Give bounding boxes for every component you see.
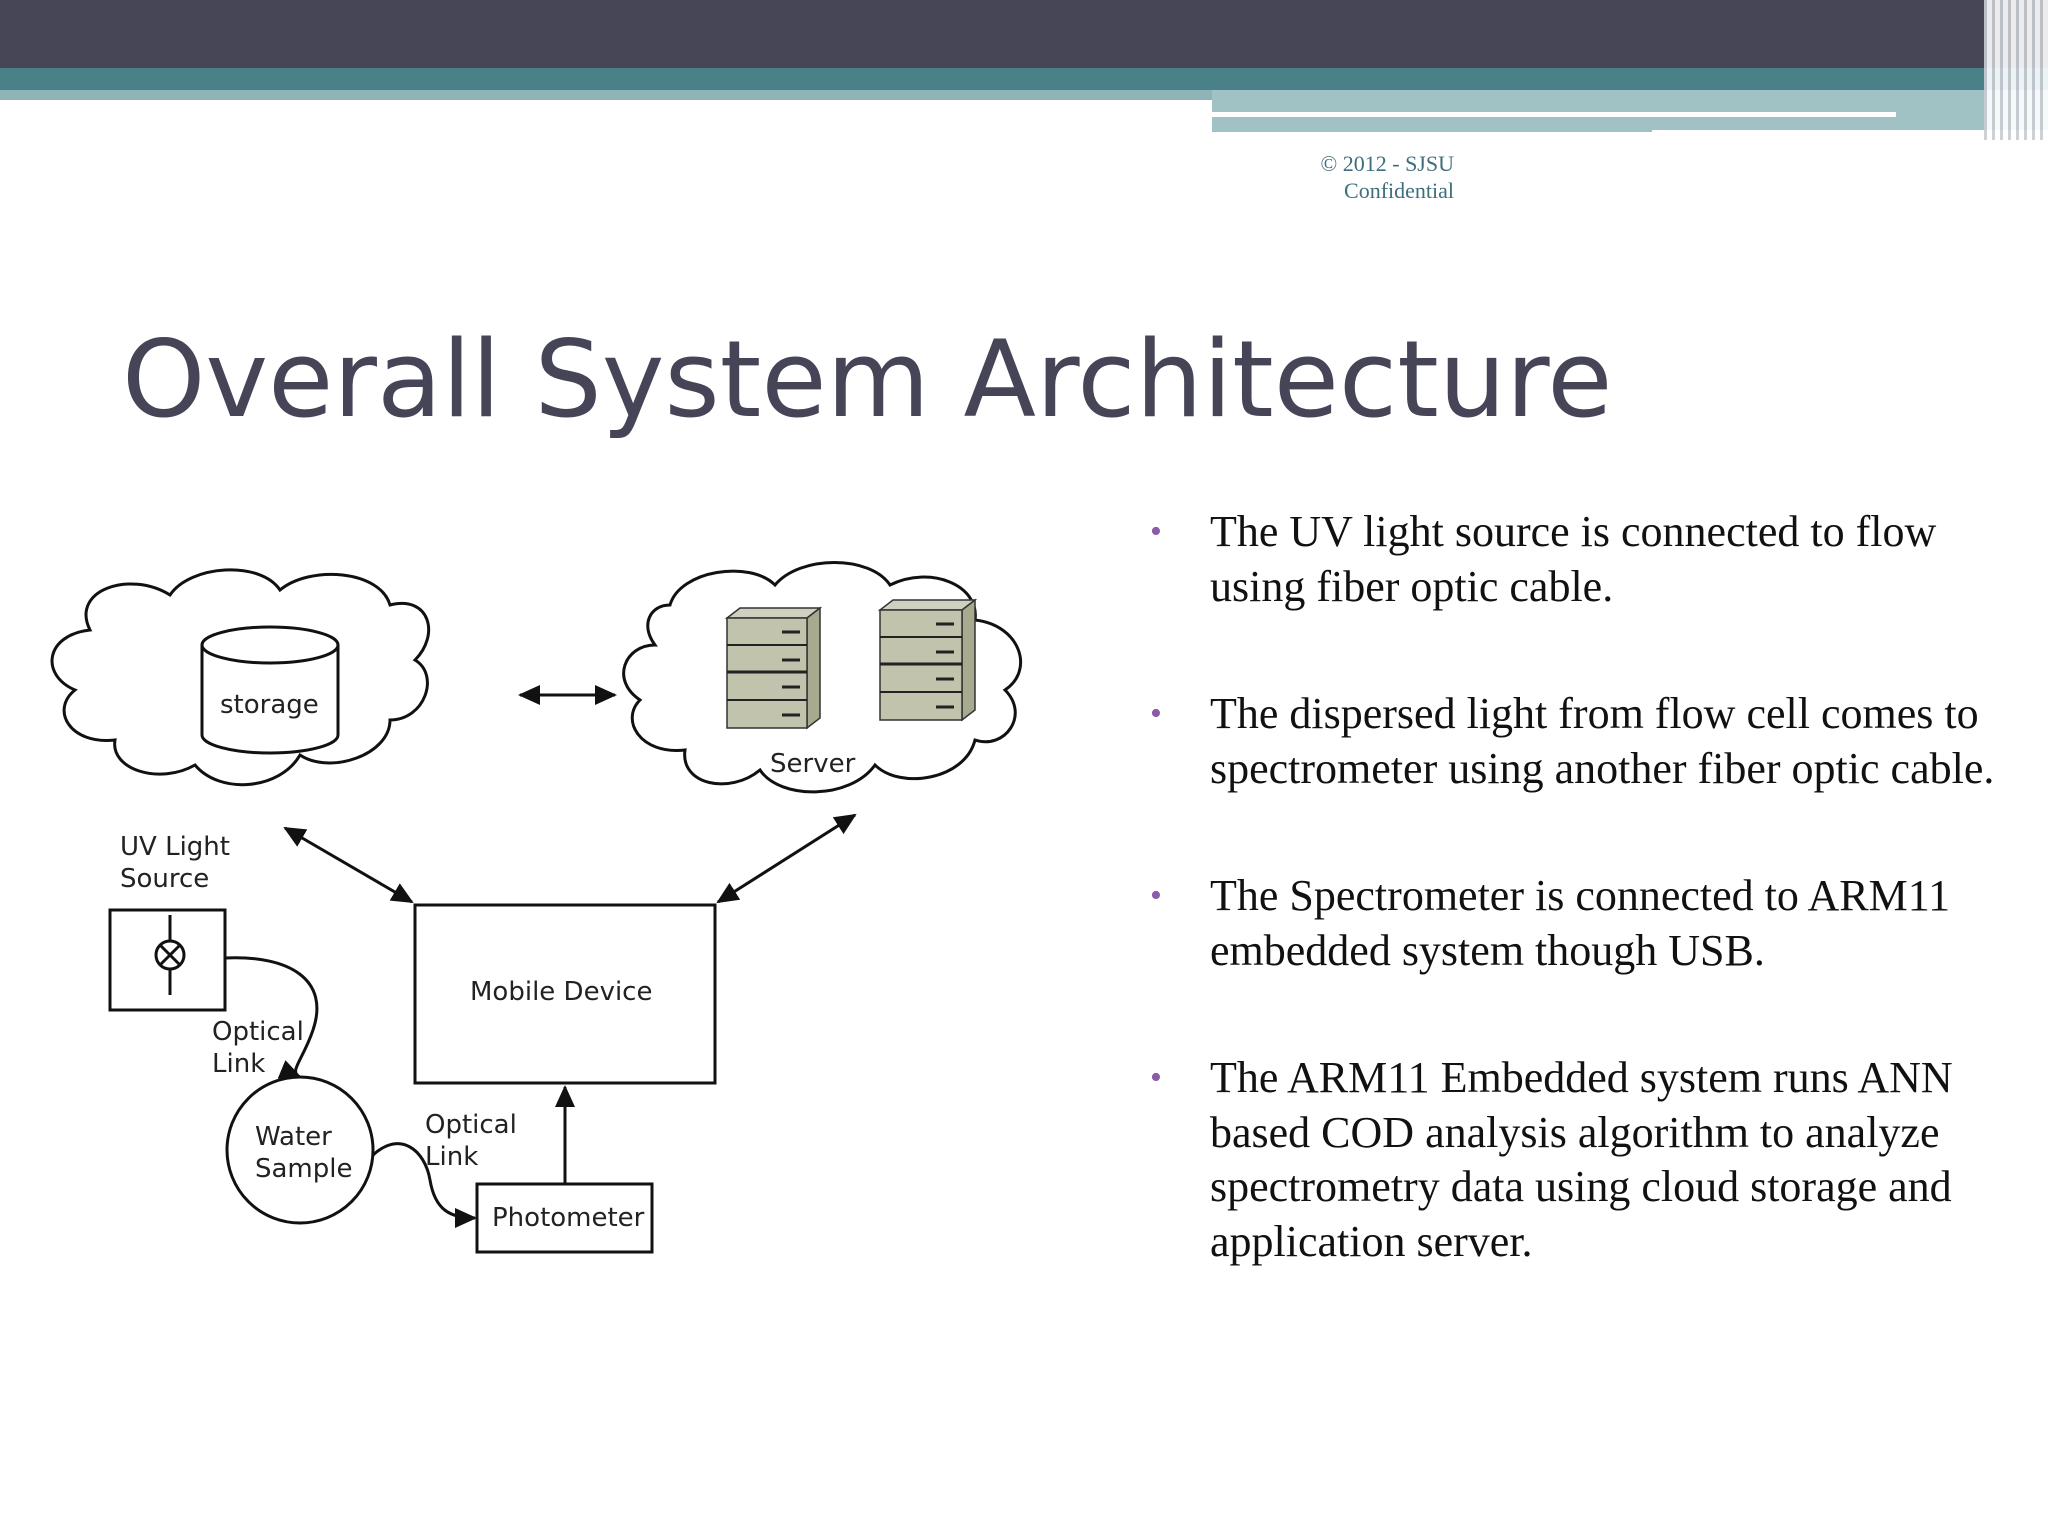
water-sample-circle xyxy=(225,1075,375,1225)
copyright-notice: © 2012 - SJSU Confidential xyxy=(1200,150,1454,204)
optical-link-1-label: Link xyxy=(212,1049,265,1079)
photometer-label: Photometer xyxy=(492,1203,645,1233)
bullet-dot-icon: • xyxy=(1150,695,1162,732)
bullet-text: The ARM11 Embedded system runs ANN based… xyxy=(1210,1053,1953,1266)
bullet-item: • The ARM11 Embedded system runs ANN base… xyxy=(1150,1051,2010,1269)
uv-light-label: Source xyxy=(120,864,209,894)
server-rack-icon xyxy=(724,606,823,730)
lamp-icon xyxy=(154,915,186,995)
water-sample-label: Sample xyxy=(255,1154,353,1184)
bullet-dot-icon: • xyxy=(1150,1059,1162,1096)
optical-link-1-path xyxy=(224,956,319,1079)
water-sample-label: Water xyxy=(255,1122,332,1152)
bullet-text: The UV light source is connected to flow… xyxy=(1210,507,1937,611)
bullet-item: • The dispersed light from flow cell come… xyxy=(1150,687,2010,796)
storage-cylinder xyxy=(200,625,340,755)
bullet-item: • The UV light source is connected to flo… xyxy=(1150,505,2010,614)
optical-link-2-label: Link xyxy=(425,1142,478,1172)
architecture-diagram: storage Server UV Light Source xyxy=(50,561,1023,1254)
server-label: Server xyxy=(770,749,856,779)
optical-link-1-label: Optical xyxy=(212,1017,304,1047)
header-bar xyxy=(0,0,2048,68)
mobile-device-label: Mobile Device xyxy=(470,977,652,1007)
bullet-text: The dispersed light from flow cell comes… xyxy=(1210,689,1995,793)
optical-link-2-label: Optical xyxy=(425,1110,517,1140)
slide-title: Overall System Architecture xyxy=(122,318,1613,441)
server-rack-icon xyxy=(877,598,978,722)
bullet-item: • The Spectrometer is connected to ARM11 … xyxy=(1150,869,2010,978)
uv-light-label: UV Light xyxy=(120,832,230,862)
bullet-text: The Spectrometer is connected to ARM11 e… xyxy=(1210,871,1951,975)
optical-link-2-path xyxy=(371,1142,477,1228)
header-accent-tab xyxy=(1212,90,2048,133)
mobile-device-box xyxy=(413,903,717,1085)
bullet-dot-icon: • xyxy=(1150,513,1162,550)
storage-label: storage xyxy=(220,690,319,720)
confidential-line: Confidential xyxy=(1344,178,1454,203)
header-accent-band xyxy=(0,68,2048,90)
header-accent-line xyxy=(1652,130,2048,133)
storage-mobile-arrow xyxy=(283,826,414,904)
copyright-line: © 2012 - SJSU xyxy=(1320,151,1454,176)
server-mobile-arrow xyxy=(716,813,857,904)
header-accent-line xyxy=(1212,112,1896,117)
bullet-list: • The UV light source is connected to flo… xyxy=(1150,505,2010,1342)
header-corner-lines xyxy=(1984,0,2048,140)
header-accent-strip xyxy=(0,90,1212,100)
photometer-box xyxy=(475,1182,654,1254)
bullet-dot-icon: • xyxy=(1150,877,1162,914)
